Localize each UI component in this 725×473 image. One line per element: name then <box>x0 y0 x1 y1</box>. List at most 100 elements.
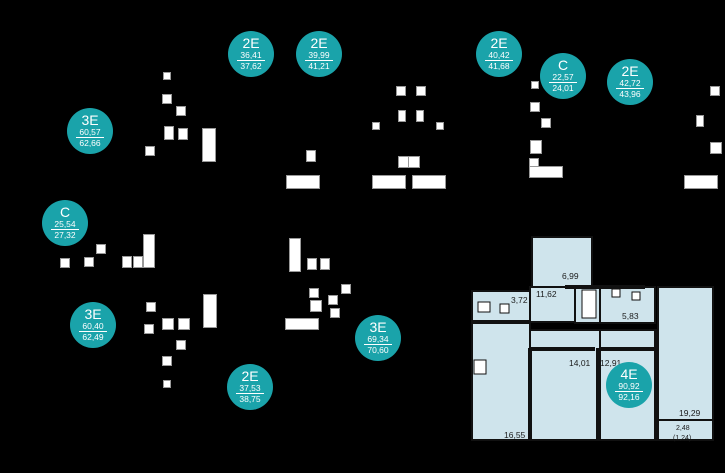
unit-area-total: 22,57 <box>549 72 577 83</box>
sink-icon <box>398 110 406 122</box>
sink-icon <box>163 72 171 80</box>
sink-icon <box>162 94 172 104</box>
unit-area-living: 27,32 <box>54 230 76 240</box>
sink-icon <box>436 122 444 130</box>
unit-area-total: 37,53 <box>236 383 264 394</box>
unit-badge[interactable]: C 22,57 24,01 <box>540 53 586 99</box>
sink-icon <box>60 258 70 268</box>
unit-badge[interactable]: 3E 60,40 62,49 <box>70 302 116 348</box>
unit-type: 3E <box>369 319 387 335</box>
room-area-label: 19,29 <box>679 408 701 418</box>
unit-badge[interactable]: C 25,54 27,32 <box>42 200 88 246</box>
unit-area-living: 43,96 <box>619 89 641 99</box>
unit-area-living: 38,75 <box>239 394 261 404</box>
room-area-label: 2,48 <box>676 425 690 432</box>
bathtub-icon <box>412 175 446 189</box>
toilet-icon <box>530 140 542 154</box>
room-area-label: 11,62 <box>536 289 557 299</box>
sink-icon <box>396 86 406 96</box>
unit-area-total: 60,57 <box>76 127 104 138</box>
unit-type: 3E <box>81 112 99 128</box>
toilet-icon <box>133 256 143 268</box>
unit-area-living: 41,68 <box>488 61 510 71</box>
unit-type: C <box>557 57 569 73</box>
unit-area-living: 70,60 <box>367 345 389 355</box>
unit-type: 4E <box>620 366 638 382</box>
bathtub-icon <box>143 234 155 268</box>
toilet-icon <box>122 256 132 268</box>
room-area-label: 6,99 <box>562 271 579 281</box>
bathtub-icon <box>285 318 319 330</box>
sink-icon <box>710 86 720 96</box>
toilet-icon <box>307 258 317 270</box>
toilet-icon <box>710 142 722 154</box>
unit-type: 2E <box>242 35 260 51</box>
unit-badge[interactable]: 2E 40,42 41,68 <box>476 31 522 77</box>
sink-icon <box>530 102 540 112</box>
room-area-label: 14,01 <box>569 358 591 368</box>
room-11-62 <box>529 286 576 323</box>
sink-icon <box>330 308 340 318</box>
room-16-55 <box>471 321 531 441</box>
room-area-label: 5,83 <box>622 311 639 321</box>
toilet-icon <box>320 258 330 270</box>
toilet-icon <box>178 128 188 140</box>
unit-area-living: 37,62 <box>240 61 262 71</box>
toilet-icon <box>162 318 174 330</box>
unit-type: 2E <box>241 368 259 384</box>
unit-area-living: 92,16 <box>618 392 640 402</box>
bathtub-icon <box>372 175 406 189</box>
room-6-99 <box>531 236 593 288</box>
sink-icon <box>146 302 156 312</box>
unit-type: 3E <box>84 306 102 322</box>
sink-icon <box>541 118 551 128</box>
room-area-label: 3,72 <box>511 295 528 305</box>
unit-badge[interactable]: 2E 42,72 43,96 <box>607 59 653 105</box>
sink-icon <box>328 295 338 305</box>
bathtub-icon <box>529 166 563 178</box>
unit-badge[interactable]: 3E 60,57 62,66 <box>67 108 113 154</box>
unit-area-living: 41,21 <box>308 61 330 71</box>
room-area-label: (1,24) <box>673 435 692 442</box>
unit-area-total: 25,54 <box>51 219 79 230</box>
room-area-label: 16,55 <box>504 430 526 440</box>
sink-icon <box>341 284 351 294</box>
bathtub-icon <box>289 238 301 272</box>
sink-icon <box>176 106 186 116</box>
bathtub-icon <box>203 294 217 328</box>
unit-area-total: 39,99 <box>305 50 333 61</box>
unit-badge[interactable]: 2E 36,41 37,62 <box>228 31 274 77</box>
sink-icon <box>696 115 704 127</box>
sink-icon <box>372 122 380 130</box>
room-area-label: 12,91 <box>600 358 622 368</box>
unit-type: 2E <box>490 35 508 51</box>
sink-icon <box>416 86 426 96</box>
sink-icon <box>96 244 106 254</box>
unit-type: 2E <box>621 63 639 79</box>
unit-type: 2E <box>310 35 328 51</box>
unit-area-living: 24,01 <box>552 83 574 93</box>
unit-badge[interactable]: 2E 39,99 41,21 <box>296 31 342 77</box>
unit-area-total: 40,42 <box>485 50 513 61</box>
unit-type: C <box>59 204 71 220</box>
unit-badge[interactable]: 2E 37,53 38,75 <box>227 364 273 410</box>
bathtub-icon <box>202 128 216 162</box>
unit-badge-selected[interactable]: 4E 90,92 92,16 <box>606 362 652 408</box>
toilet-icon <box>164 126 174 140</box>
toilet-icon <box>306 150 316 162</box>
unit-badge[interactable]: 3E 69,34 70,60 <box>355 315 401 361</box>
sink-icon <box>162 356 172 366</box>
sink-icon <box>84 257 94 267</box>
toilet-icon <box>178 318 190 330</box>
sink-icon <box>144 324 154 334</box>
toilet-icon <box>310 300 322 312</box>
toilet-icon <box>408 156 420 168</box>
unit-area-living: 62,66 <box>79 138 101 148</box>
sink-icon <box>176 340 186 350</box>
room-14-01 <box>529 329 601 441</box>
unit-area-living: 62,49 <box>82 332 104 342</box>
bathtub-icon <box>286 175 320 189</box>
sink-icon <box>416 110 424 122</box>
